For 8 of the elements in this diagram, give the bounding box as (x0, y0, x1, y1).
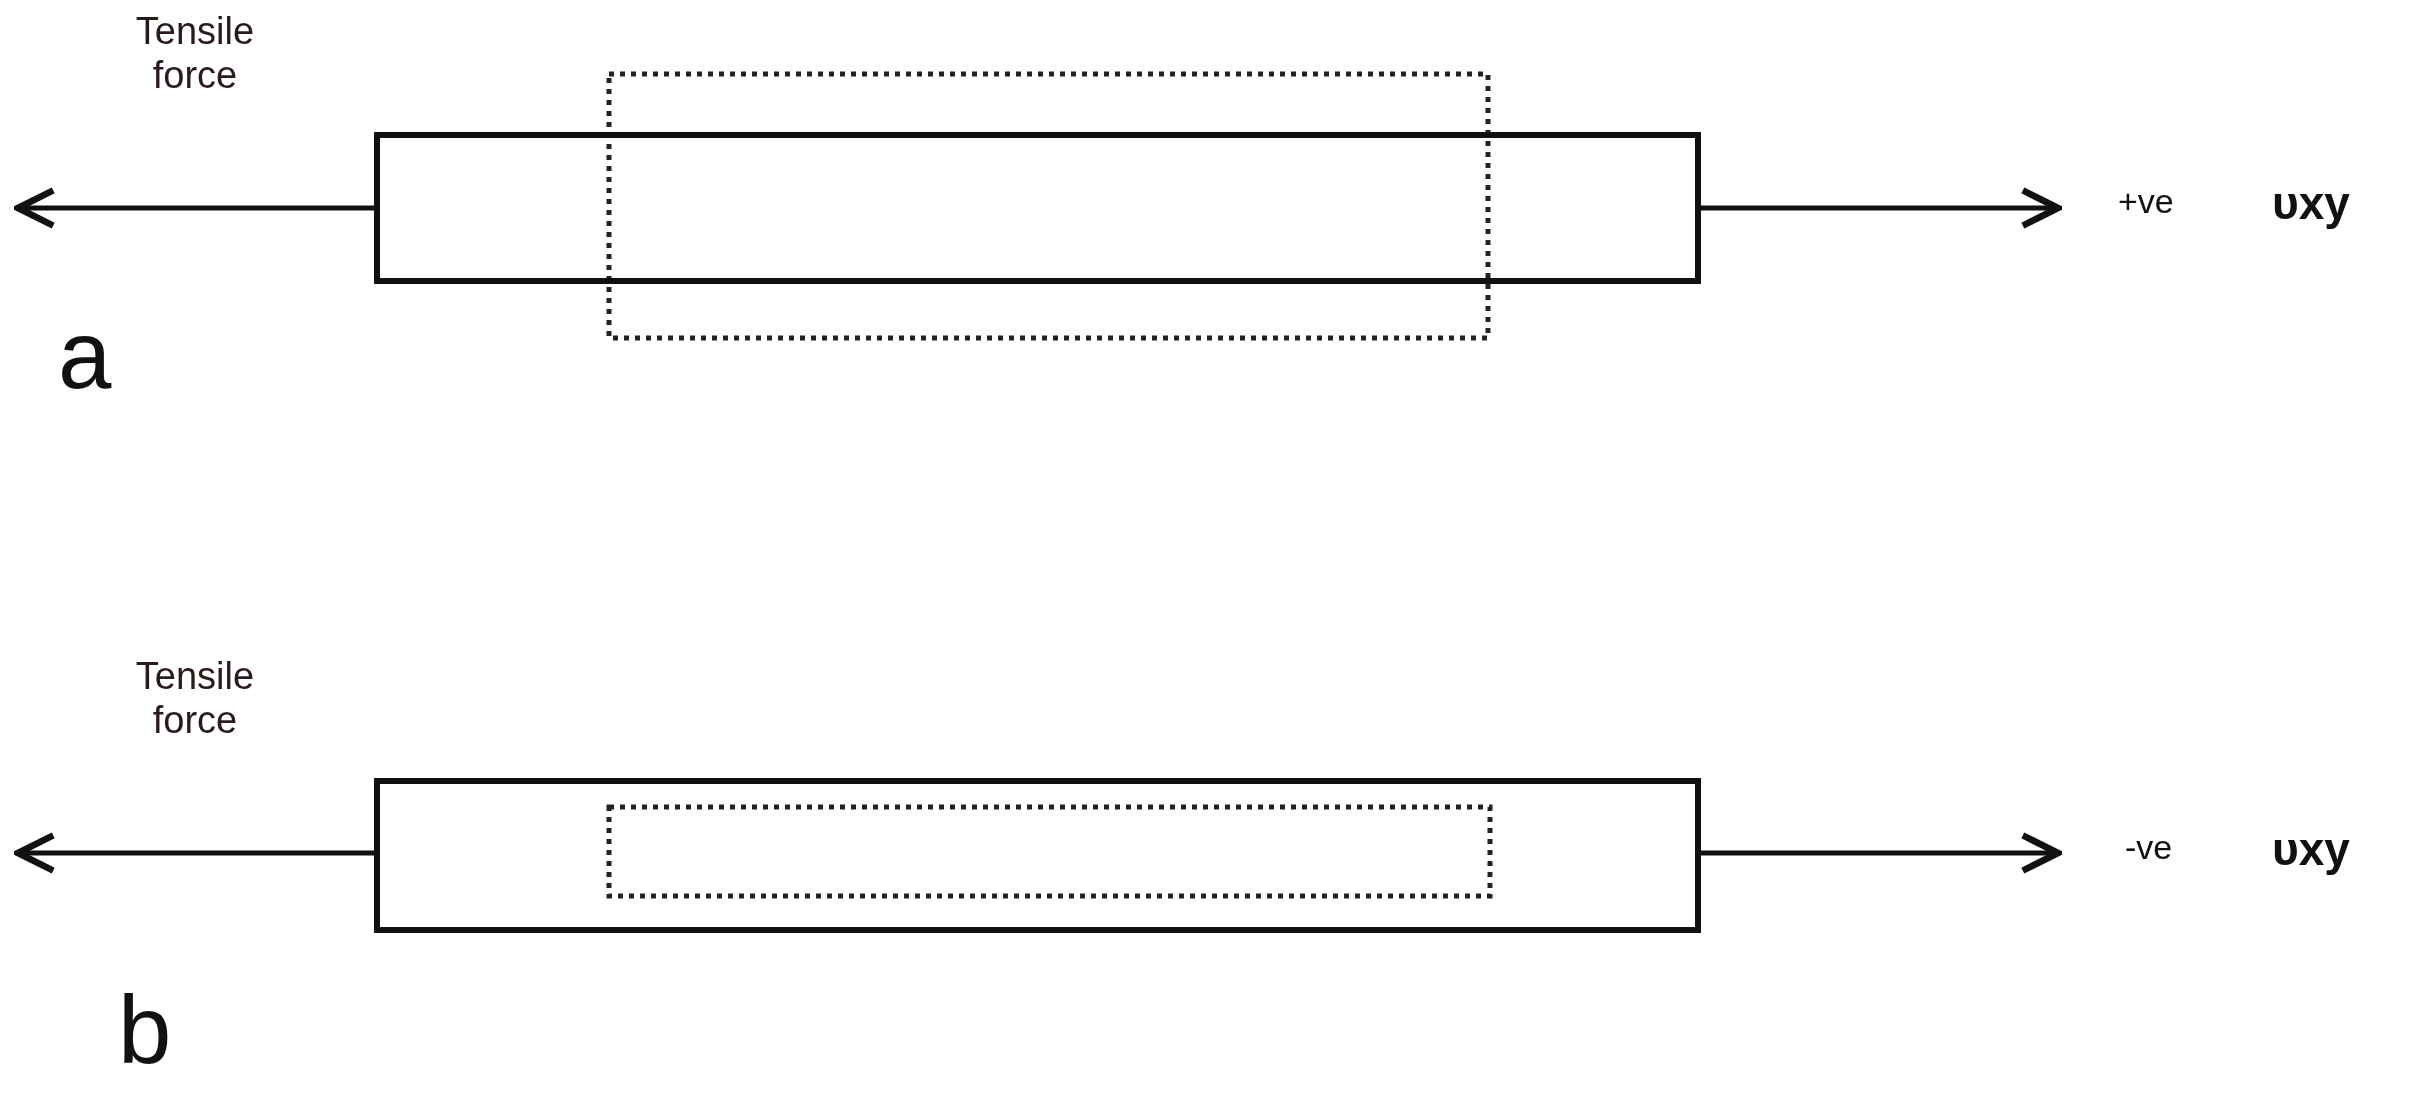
force-label: Tensile force (134, 10, 256, 98)
sign-label: +ve (2118, 182, 2174, 222)
force-label: Tensile force (134, 655, 256, 743)
panel-letter: b (118, 975, 172, 1085)
panel-letter: a (58, 300, 112, 410)
symbol-label: υxy (2272, 823, 2350, 876)
symbol-label: υxy (2272, 177, 2350, 230)
sign-label: -ve (2125, 828, 2173, 868)
